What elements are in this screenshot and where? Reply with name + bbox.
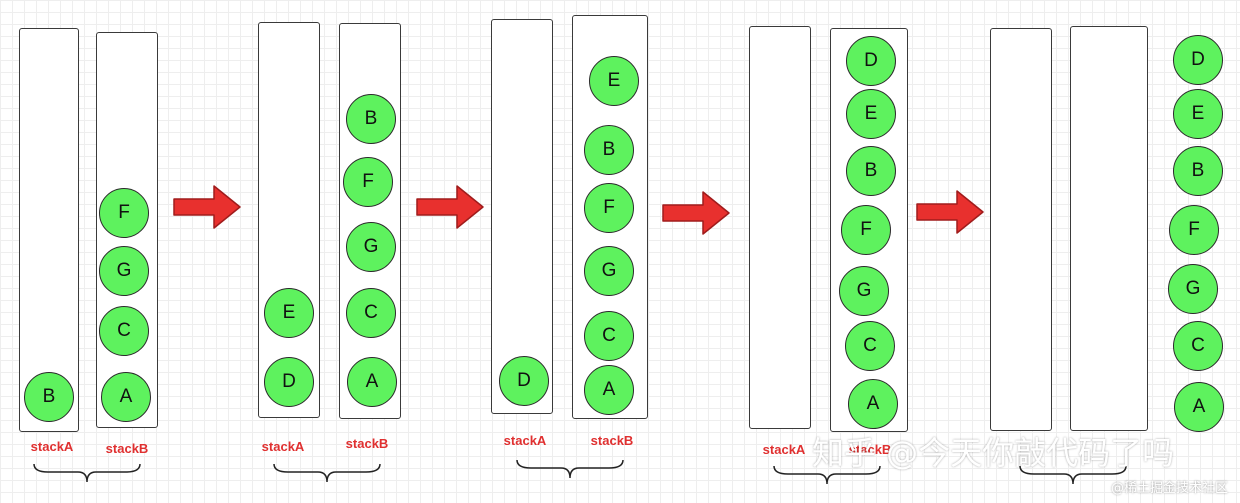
stage3-stackA xyxy=(491,19,553,414)
stage2-stackB-ball: A xyxy=(347,357,397,407)
output-ball: D xyxy=(1173,35,1223,85)
stage2-stackB-label: stackB xyxy=(345,436,389,451)
stage2-stackA-label: stackA xyxy=(261,439,305,454)
stage1-stackA-ball: B xyxy=(24,372,74,422)
right-arrow-icon xyxy=(916,190,984,234)
curly-brace-icon xyxy=(773,465,881,485)
stage3-stackB-label: stackB xyxy=(590,433,634,448)
stage4-stackA xyxy=(749,26,811,429)
curly-brace-icon xyxy=(516,459,624,479)
stage2-stackA xyxy=(258,22,320,418)
stage4-stackB-label: stackB xyxy=(848,442,892,457)
stage2-stackA-ball: E xyxy=(264,288,314,338)
output-ball: E xyxy=(1173,89,1223,139)
stage2-stackA-ball: D xyxy=(264,357,314,407)
stage4-stackB-ball: G xyxy=(839,266,889,316)
stage4-stackA-label: stackA xyxy=(762,442,806,457)
curly-brace-icon xyxy=(273,463,381,483)
stage2-stackB-ball: G xyxy=(346,222,396,272)
stage3-stackA-ball: D xyxy=(499,356,549,406)
stage2-stackB-ball: C xyxy=(346,288,396,338)
stage1-stackB-ball: C xyxy=(99,306,149,356)
right-arrow-icon xyxy=(662,191,730,235)
stage3-stackB-ball: F xyxy=(584,183,634,233)
stage3-stackB-ball: B xyxy=(584,125,634,175)
curly-brace-icon xyxy=(1019,465,1127,485)
stage3-stackB-ball: G xyxy=(584,246,634,296)
stage1-stackA xyxy=(19,28,79,432)
stage3-stackB-ball: C xyxy=(584,311,634,361)
stage3-stackB-ball: E xyxy=(589,56,639,106)
right-arrow-icon xyxy=(173,185,241,229)
stage2-stackB xyxy=(339,23,401,419)
stage1-stackB-label: stackB xyxy=(105,441,149,456)
right-arrow-icon xyxy=(416,185,484,229)
stage3-stackA-label: stackA xyxy=(503,433,547,448)
stage5-stackB xyxy=(1070,26,1148,431)
curly-brace-icon xyxy=(33,463,141,483)
stage2-stackB-ball: B xyxy=(346,94,396,144)
stage1-stackB-ball: G xyxy=(99,246,149,296)
stage4-stackB-ball: F xyxy=(841,205,891,255)
stage4-stackB-ball: E xyxy=(846,89,896,139)
stage5-stackA xyxy=(990,28,1052,431)
stage4-stackB-ball: A xyxy=(848,379,898,429)
stage1-stackB-ball: F xyxy=(99,188,149,238)
site-watermark: @稀土掘金技术社区 xyxy=(1110,481,1228,496)
output-ball: C xyxy=(1173,321,1223,371)
stage4-stackB-ball: B xyxy=(846,146,896,196)
output-ball: B xyxy=(1173,146,1223,196)
stage4-stackB-ball: C xyxy=(845,321,895,371)
output-ball: A xyxy=(1174,382,1224,432)
stage1-stackB-ball: A xyxy=(101,372,151,422)
stage3-stackB-ball: A xyxy=(584,365,634,415)
stage2-stackB-ball: F xyxy=(343,157,393,207)
stage4-stackB-ball: D xyxy=(846,36,896,86)
watermark: 知乎 @今天你敲代码了吗 xyxy=(812,434,1175,472)
output-ball: F xyxy=(1169,205,1219,255)
output-ball: G xyxy=(1168,264,1218,314)
stage1-stackA-label: stackA xyxy=(30,439,74,454)
